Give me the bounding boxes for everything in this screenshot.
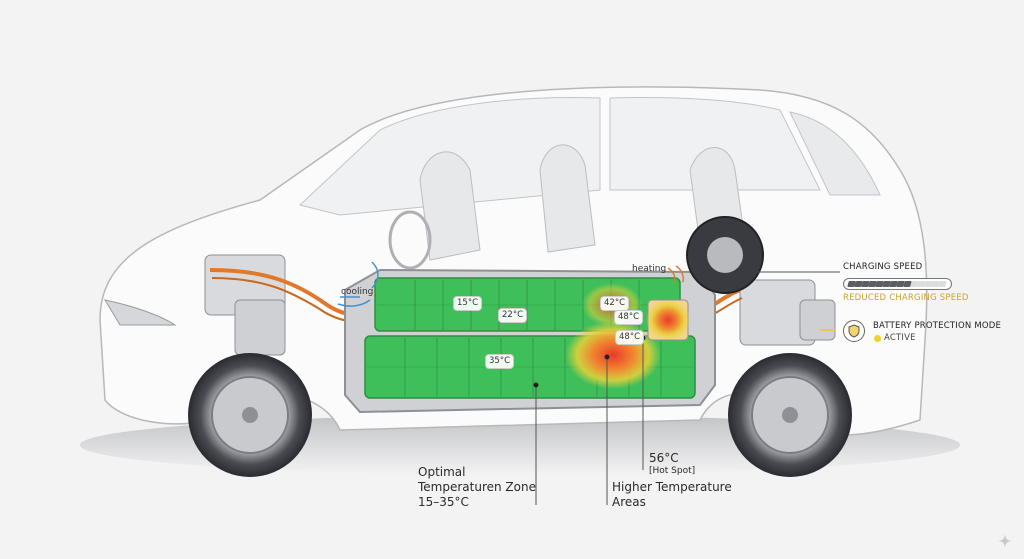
higher-temp-callout: Higher Temperature Areas (612, 480, 732, 509)
temp-label-48a: 48°C (614, 310, 644, 325)
charging-speed-status: REDUCED CHARGING SPEED (843, 293, 969, 303)
hot-spot-lower (565, 321, 661, 389)
status-dot-icon (874, 335, 881, 342)
charging-speed-bar (843, 278, 952, 290)
protection-mode-status: ACTIVE (884, 333, 916, 343)
temp-label-35: 35°C (485, 354, 515, 369)
heating-label: heating (632, 264, 667, 274)
temp-label-48b: 48°C (615, 330, 645, 345)
cooling-label: cooling (341, 287, 374, 297)
temp-label-15: 15°C (453, 296, 483, 311)
hot-spot-callout: 56°C [Hot Spot] (649, 451, 696, 476)
hot-spot-junction (646, 300, 690, 340)
sparkle-icon (998, 534, 1012, 548)
shield-icon (843, 320, 865, 342)
charging-speed-title: CHARGING SPEED (843, 262, 923, 272)
temp-label-42: 42°C (600, 296, 630, 311)
optimal-zone-callout: Optimal Temperaturen Zone 15–35°C (418, 465, 536, 509)
temp-label-22: 22°C (498, 308, 528, 323)
protection-mode-title: BATTERY PROTECTION MODE (873, 321, 1002, 331)
